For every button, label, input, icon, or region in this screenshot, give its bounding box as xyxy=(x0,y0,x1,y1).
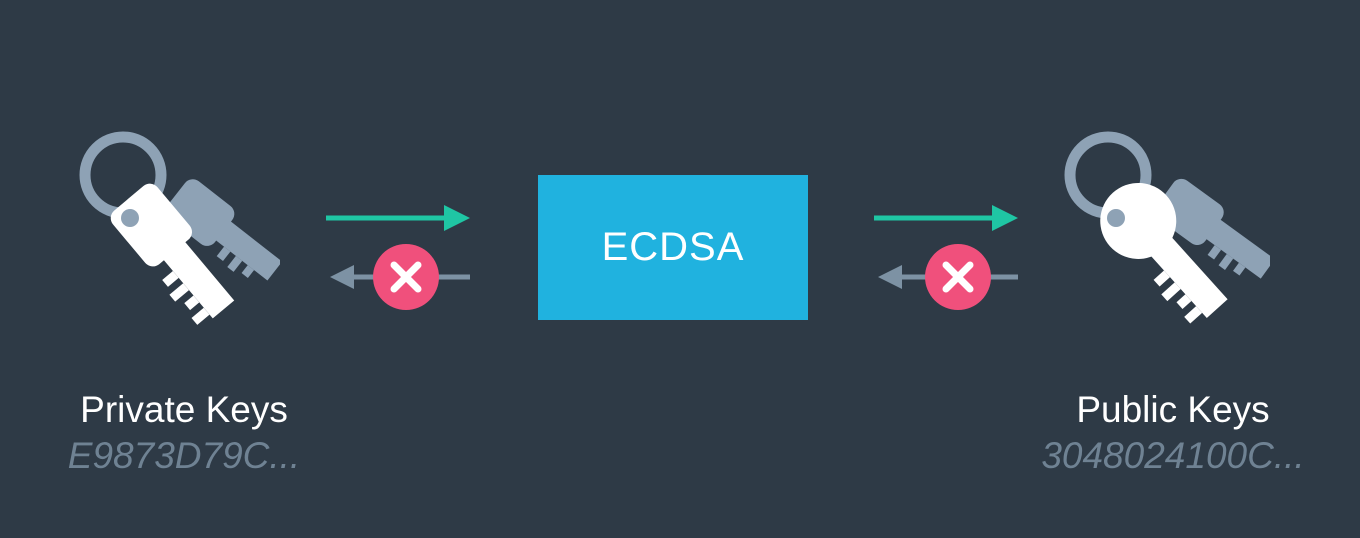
public-key-value: 3048024100C... xyxy=(1041,435,1305,476)
public-keys-title: Public Keys xyxy=(1076,389,1270,430)
private-keys-label: Private Keys E9873D79C... xyxy=(24,388,344,480)
forward-arrow xyxy=(326,205,470,231)
x-icon xyxy=(925,244,991,310)
ecdsa-box: ECDSA xyxy=(538,175,808,320)
forward-arrow xyxy=(874,205,1018,231)
x-icon xyxy=(373,244,439,310)
ecdsa-label: ECDSA xyxy=(601,225,745,269)
ecdsa-to-public-arrows xyxy=(868,195,1028,315)
private-key-icon xyxy=(60,130,283,340)
public-keys-label: Public Keys 3048024100C... xyxy=(1013,388,1333,480)
private-keys-title: Private Keys xyxy=(80,389,288,430)
private-to-ecdsa-arrows xyxy=(320,195,480,315)
private-key-value: E9873D79C... xyxy=(67,435,301,476)
public-key-icon xyxy=(1050,130,1275,340)
